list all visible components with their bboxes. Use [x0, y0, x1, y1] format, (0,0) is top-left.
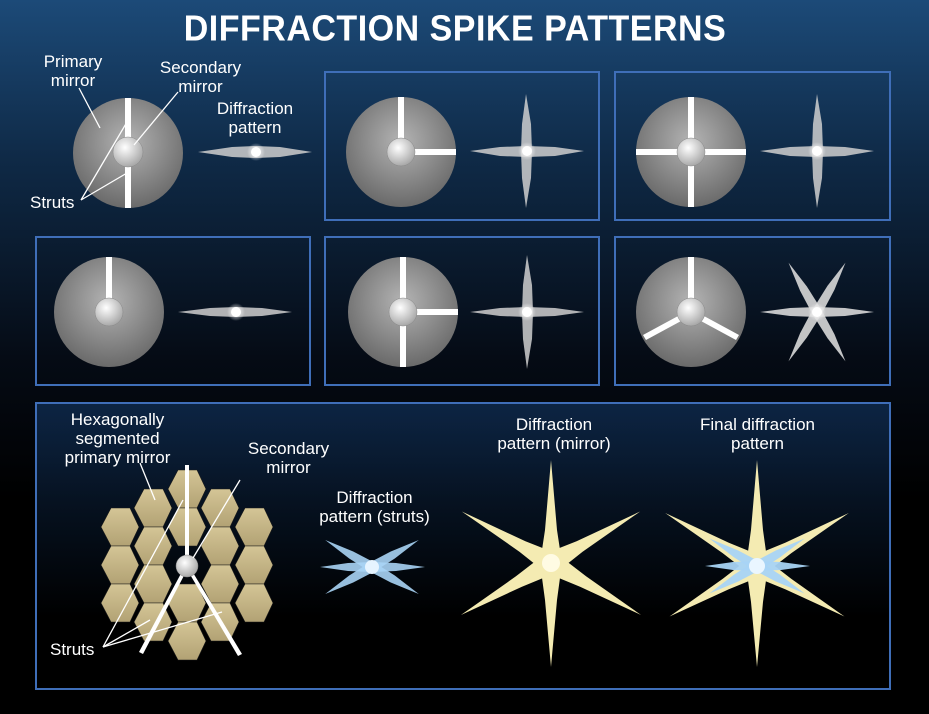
label-bottom-secondary-mirror: Secondary mirror — [236, 439, 341, 477]
label-primary-mirror-line2: mirror — [50, 71, 96, 90]
label-struts: Struts — [30, 193, 75, 212]
panel-four-struts — [614, 71, 891, 221]
leader-lines — [78, 87, 179, 201]
mirror-four-struts — [636, 97, 746, 207]
mirror-three-struts — [636, 257, 746, 367]
label-secondary-mirror-line1: Secondary — [159, 58, 242, 77]
label-primary-mirror: Primary mirror — [30, 52, 116, 90]
label-final-pattern-line1: Final diffraction — [700, 415, 815, 434]
pattern-cross — [470, 94, 584, 208]
pattern-struts-blue — [320, 540, 425, 594]
label-mirror-pattern-line1: Diffraction — [515, 415, 593, 434]
panel-one-strut — [35, 236, 311, 386]
label-struts-pattern-line1: Diffraction — [336, 488, 413, 507]
label-hex-line3: primary mirror — [64, 448, 171, 467]
pattern-single-horizontal — [198, 143, 312, 161]
pattern-six-point — [760, 262, 874, 362]
label-secondary-mirror: Secondary mirror — [148, 58, 253, 96]
label-hex-line2: segmented — [75, 429, 160, 448]
mirror-two-struts-l — [346, 97, 456, 207]
mirror-single-strut-labelled — [73, 98, 183, 208]
label-final-pattern-line2: pattern — [731, 434, 784, 453]
mirror-two-struts-t — [348, 257, 458, 367]
pattern-mirror-yellow — [460, 460, 642, 667]
panel-three-struts — [614, 236, 891, 386]
label-hex-line1: Hexagonally — [70, 410, 165, 429]
bottom-leader-lines — [102, 462, 241, 648]
label-diffraction-pattern-line2: pattern — [228, 118, 282, 137]
jwst-struts — [139, 465, 242, 656]
panel-two-struts-cross — [324, 71, 600, 221]
mirror-one-strut — [54, 257, 164, 367]
label-diffraction-pattern-line1: Diffraction — [216, 99, 294, 118]
label-struts-pattern: Diffraction pattern (struts) — [302, 488, 447, 526]
label-hexagonal-mirror: Hexagonally segmented primary mirror — [40, 410, 195, 467]
label-diffraction-pattern: Diffraction pattern — [200, 99, 310, 137]
pattern-cross-mid — [470, 255, 584, 369]
label-bottom-secondary-line2: mirror — [266, 458, 311, 477]
label-bottom-struts: Struts — [50, 640, 95, 659]
panel-two-struts-perpendicular — [324, 236, 600, 386]
label-mirror-pattern: Diffraction pattern (mirror) — [478, 415, 630, 453]
pattern-final-combined — [665, 460, 849, 667]
label-bottom-secondary-line1: Secondary — [247, 439, 330, 458]
label-secondary-mirror-line2: mirror — [178, 77, 223, 96]
pattern-horizontal — [178, 303, 292, 321]
label-struts-pattern-line2: pattern (struts) — [319, 507, 430, 526]
diagram-title: DIFFRACTION SPIKE PATTERNS — [183, 9, 727, 49]
label-final-pattern: Final diffraction pattern — [680, 415, 835, 453]
pattern-cross-4 — [760, 94, 874, 208]
label-primary-mirror-line1: Primary — [43, 52, 103, 71]
label-mirror-pattern-line2: pattern (mirror) — [497, 434, 611, 453]
